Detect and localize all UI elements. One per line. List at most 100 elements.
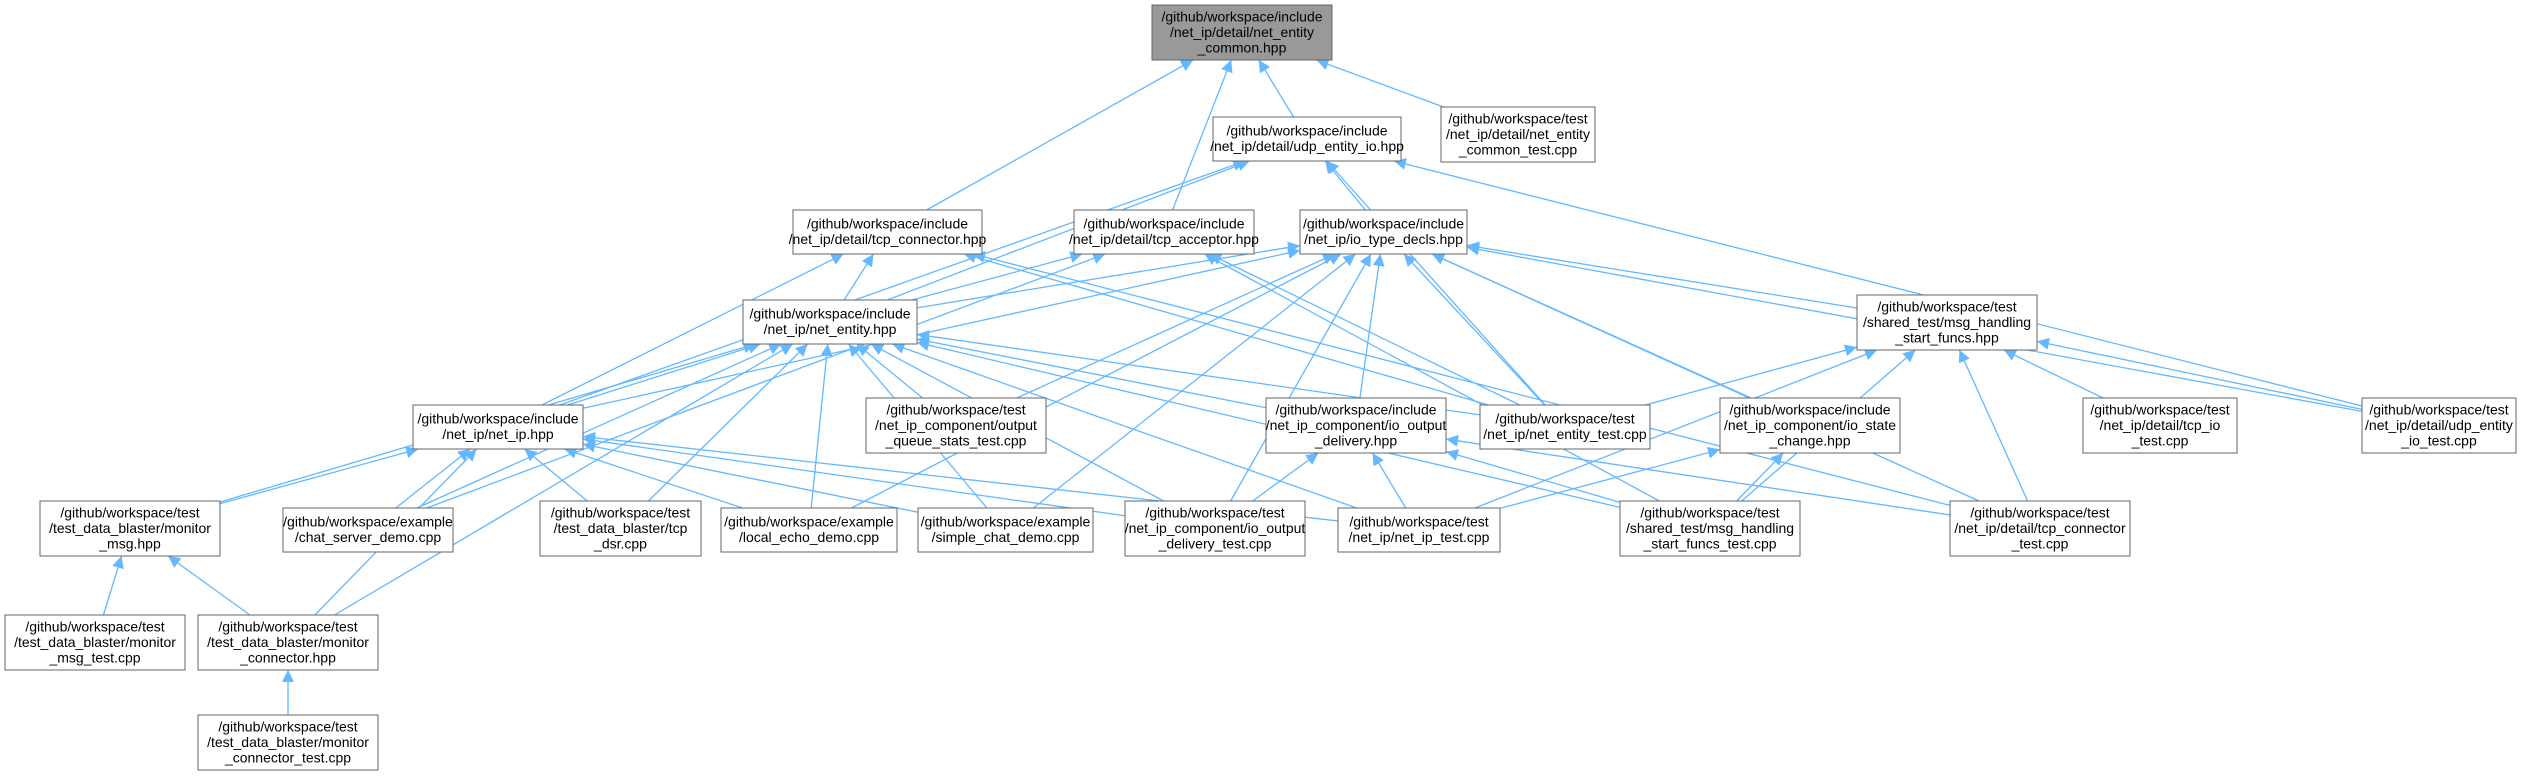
node-net_entity_common[interactable]: /github/workspace/include/net_ip/detail/… [1151,4,1333,61]
node-box [1212,116,1402,162]
node-box [539,500,702,557]
edge-monitor_msg_test-to-monitor_msg_hpp [102,555,124,616]
node-box [39,500,221,557]
node-label-line: /github/workspace/test [1349,514,1488,530]
node-box [197,614,379,671]
node-udp_entity_io[interactable]: /github/workspace/include/net_ip/detail/… [1210,116,1404,162]
node-box [2082,397,2238,454]
node-box [2361,397,2517,454]
node-label-line: /github/workspace/test [218,718,357,734]
node-label-line: /net_ip/detail/tcp_connector [1954,520,2126,536]
edge-io_output_delivery_hpp-to-net_entity_hpp [916,335,1267,409]
node-label-line: /github/workspace/include [1729,401,1890,417]
node-label-line: /net_ip/detail/tcp_connector.hpp [789,231,987,247]
node-net_entity_hpp[interactable]: /github/workspace/include/net_ip/net_ent… [742,299,918,345]
node-box [1073,209,1255,255]
node-io_type_decls[interactable]: /github/workspace/include/net_ip/io_type… [1299,209,1468,255]
node-label-line: _start_funcs.hpp [1894,329,1999,345]
node-msg_handling_start_funcs_test[interactable]: /github/workspace/test/shared_test/msg_h… [1619,500,1801,557]
node-label-line: /github/workspace/include [807,216,968,232]
node-io_output_delivery_test[interactable]: /github/workspace/test/net_ip_component/… [1124,500,1306,557]
node-label-line: /net_ip/detail/tcp_acceptor.hpp [1069,231,1259,247]
node-io_output_delivery_hpp[interactable]: /github/workspace/include/net_ip_compone… [1265,397,1447,454]
edge-udp_entity_io_test-to-msg_handling_start_funcs [2036,337,2363,411]
node-label-line: /github/workspace/test [218,618,357,634]
node-udp_entity_io_test[interactable]: /github/workspace/test/net_ip/detail/udp… [2361,397,2517,454]
node-label-line: /github/workspace/example [283,514,453,530]
node-label-line: /net_ip_component/io_output [1125,520,1306,536]
edge-tcp_connector_test-to-io_type_decls [1431,253,1980,502]
edge-layer [102,58,2363,715]
node-box [1719,397,1901,454]
node-output_queue_stats_test[interactable]: /github/workspace/test/net_ip_component/… [865,397,1047,454]
node-label-line: /github/workspace/include [749,306,910,322]
node-label-line: /net_ip/detail/udp_entity [2365,417,2513,433]
node-label-line: _io_test.cpp [2400,432,2477,448]
node-label-line: /github/workspace/example [724,514,894,530]
node-box [4,614,186,671]
node-box [412,404,584,450]
node-label-line: /github/workspace/test [25,618,164,634]
node-label-line: /net_ip/net_entity_test.cpp [1483,426,1647,442]
edge-net_entity_test-to-msg_handling_start_funcs [1645,344,1858,406]
node-label-line: /local_echo_demo.cpp [739,529,879,545]
edge-msg_handling_start_funcs_test-to-tcp_acceptor_hpp [1204,253,1660,502]
node-net_entity_common_test[interactable]: /github/workspace/test/net_ip/detail/net… [1440,106,1596,163]
node-box [1440,106,1596,163]
node-label-line: /shared_test/msg_handling [1863,314,2031,330]
node-tcp_connector_test[interactable]: /github/workspace/test/net_ip/detail/tcp… [1949,500,2131,557]
edge-net_ip_hpp-to-net_entity_hpp [567,341,761,406]
node-msg_handling_start_funcs[interactable]: /github/workspace/test/shared_test/msg_h… [1856,294,2038,351]
node-label-line: /github/workspace/test [551,504,690,520]
node-io_state_change_hpp[interactable]: /github/workspace/include/net_ip_compone… [1719,397,1901,454]
node-box [1265,397,1447,454]
node-tcp_io_test[interactable]: /github/workspace/test/net_ip/detail/tcp… [2082,397,2238,454]
node-net_entity_test[interactable]: /github/workspace/test/net_ip/net_entity… [1479,404,1651,450]
edge-monitor_connector_hpp-to-net_entity_hpp [334,343,794,616]
node-label-line: /github/workspace/test [886,401,1025,417]
node-label-line: /test_data_blaster/monitor [14,634,176,650]
node-net_ip_hpp[interactable]: /github/workspace/include/net_ip/net_ip.… [412,404,584,450]
node-label-line: _test.cpp [2011,535,2069,551]
node-monitor_connector_test[interactable]: /github/workspace/test/test_data_blaster… [197,714,379,771]
node-box [1337,507,1501,553]
edge-output_queue_stats_test-to-net_entity_hpp [856,343,923,399]
node-tcp_connector_hpp[interactable]: /github/workspace/include/net_ip/detail/… [789,209,987,255]
node-simple_chat_demo[interactable]: /github/workspace/example/simple_chat_de… [917,507,1094,553]
edge-net_ip_test-to-msg_handling_start_funcs [1474,348,1878,509]
node-box [792,209,983,255]
edge-net_entity_common_test-to-net_entity_common [1316,58,1444,108]
node-label-line: /github/workspace/test [1640,504,1779,520]
node-label-line: /test_data_blaster/monitor [207,634,369,650]
node-label-line: /github/workspace/test [1877,298,2016,314]
edge-io_output_delivery_test-to-io_output_delivery_hpp [1252,452,1319,502]
node-label-line: /github/workspace/test [1495,411,1634,427]
node-label-line: _dsr.cpp [593,535,647,551]
node-layer: /github/workspace/include/net_ip/detail/… [4,4,2517,771]
node-monitor_connector_hpp[interactable]: /github/workspace/test/test_data_blaster… [197,614,379,671]
node-monitor_msg_test[interactable]: /github/workspace/test/test_data_blaster… [4,614,186,671]
node-label-line: /github/workspace/include [1161,8,1322,24]
edge-net_entity_test-to-tcp_acceptor_hpp [1208,253,1521,406]
node-tcp_acceptor_hpp[interactable]: /github/workspace/include/net_ip/detail/… [1069,209,1259,255]
edge-tcp_io_test-to-msg_handling_start_funcs [2003,349,2104,399]
node-label-line: /net_ip/net_entity.hpp [764,321,897,337]
node-box [1949,500,2131,557]
edge-net_entity_hpp-to-tcp_connector_hpp [843,253,874,301]
node-label-line: /net_ip/detail/net_entity [1170,24,1314,40]
node-local_echo_demo[interactable]: /github/workspace/example/local_echo_dem… [720,507,898,553]
edge-msg_handling_start_funcs_test-to-io_state_change_hpp [1736,452,1784,502]
edge-tcp_connector_test-to-io_output_delivery_hpp [1445,434,1951,516]
node-box [282,507,454,553]
node-monitor_msg_hpp[interactable]: /github/workspace/test/test_data_blaster… [39,500,221,557]
node-tcp_dsr[interactable]: /github/workspace/test/test_data_blaster… [539,500,702,557]
node-chat_server_demo[interactable]: /github/workspace/example/chat_server_de… [282,507,454,553]
node-label-line: /github/workspace/test [1970,504,2109,520]
edge-simple_chat_demo-to-io_type_decls [1033,253,1356,509]
node-label-line: /github/workspace/test [1448,110,1587,126]
node-net_ip_test[interactable]: /github/workspace/test/net_ip/net_ip_tes… [1337,507,1501,553]
node-label-line: _test.cpp [2131,432,2189,448]
edge-net_entity_test-to-udp_entity_io [1326,160,1546,406]
node-label-line: /test_data_blaster/tcp [554,520,688,536]
edge-io_output_delivery_test-to-io_type_decls [1230,253,1372,502]
